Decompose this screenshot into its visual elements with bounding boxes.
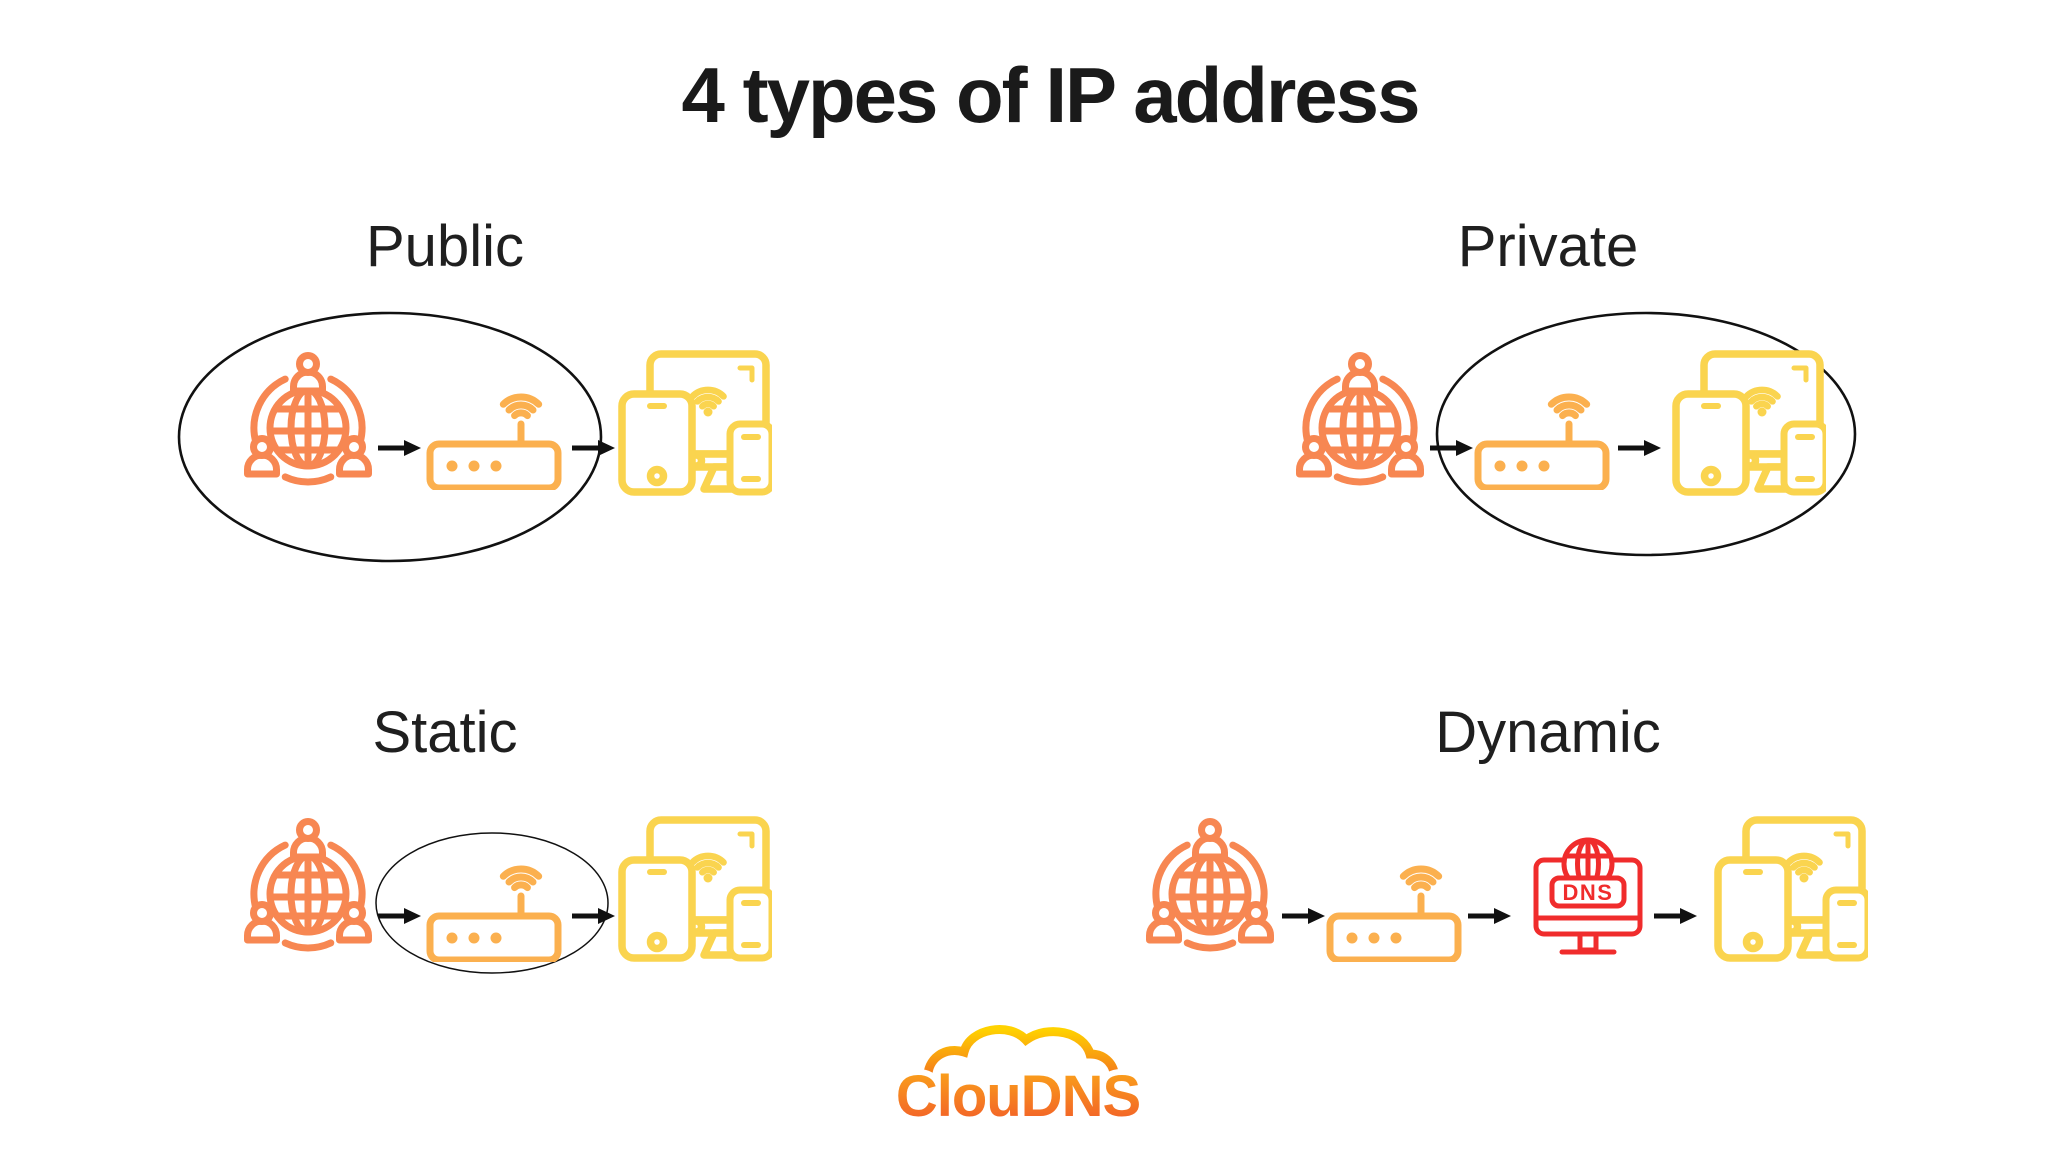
static-scope-ellipse bbox=[375, 832, 609, 974]
quadrant-private: Private bbox=[1300, 214, 1857, 557]
arrow-icon bbox=[1654, 908, 1697, 924]
quadrant-static: Static bbox=[248, 700, 773, 974]
quadrant-label-private: Private bbox=[1458, 214, 1639, 279]
public-scope-ellipse bbox=[177, 311, 603, 563]
private-scope-ellipse bbox=[1435, 311, 1857, 557]
page-title: 4 types of IP address bbox=[682, 51, 1419, 139]
quadrant-label-static: Static bbox=[372, 700, 517, 765]
arrow-icon bbox=[378, 440, 421, 456]
arrow-icon bbox=[1282, 908, 1325, 924]
router-icon bbox=[430, 397, 558, 488]
cloudns-logo-text: ClouDNS bbox=[896, 1064, 1140, 1129]
router-icon bbox=[1330, 869, 1458, 960]
router-icon bbox=[430, 869, 558, 960]
devices-icon bbox=[1676, 354, 1826, 492]
dns-server-icon bbox=[1536, 840, 1640, 952]
quadrant-label-public: Public bbox=[366, 214, 524, 279]
internet-users-icon bbox=[248, 822, 369, 948]
quadrant-label-dynamic: Dynamic bbox=[1435, 700, 1661, 765]
cloud-icon bbox=[923, 1025, 1119, 1085]
internet-users-icon bbox=[1300, 356, 1421, 482]
cloudns-logo: ClouDNS bbox=[890, 1025, 1147, 1135]
devices-icon bbox=[622, 820, 772, 958]
arrow-icon bbox=[572, 440, 615, 456]
devices-icon bbox=[622, 354, 772, 492]
quadrant-public: Public bbox=[177, 214, 772, 563]
router-icon bbox=[1478, 397, 1606, 488]
internet-users-icon bbox=[1150, 822, 1271, 948]
arrow-icon bbox=[378, 908, 421, 924]
arrow-icon bbox=[1468, 908, 1511, 924]
arrow-icon bbox=[1618, 440, 1661, 456]
devices-icon bbox=[1718, 820, 1868, 958]
internet-users-icon bbox=[248, 356, 369, 482]
arrow-icon bbox=[572, 908, 615, 924]
quadrant-dynamic: Dynamic bbox=[1150, 700, 1869, 960]
